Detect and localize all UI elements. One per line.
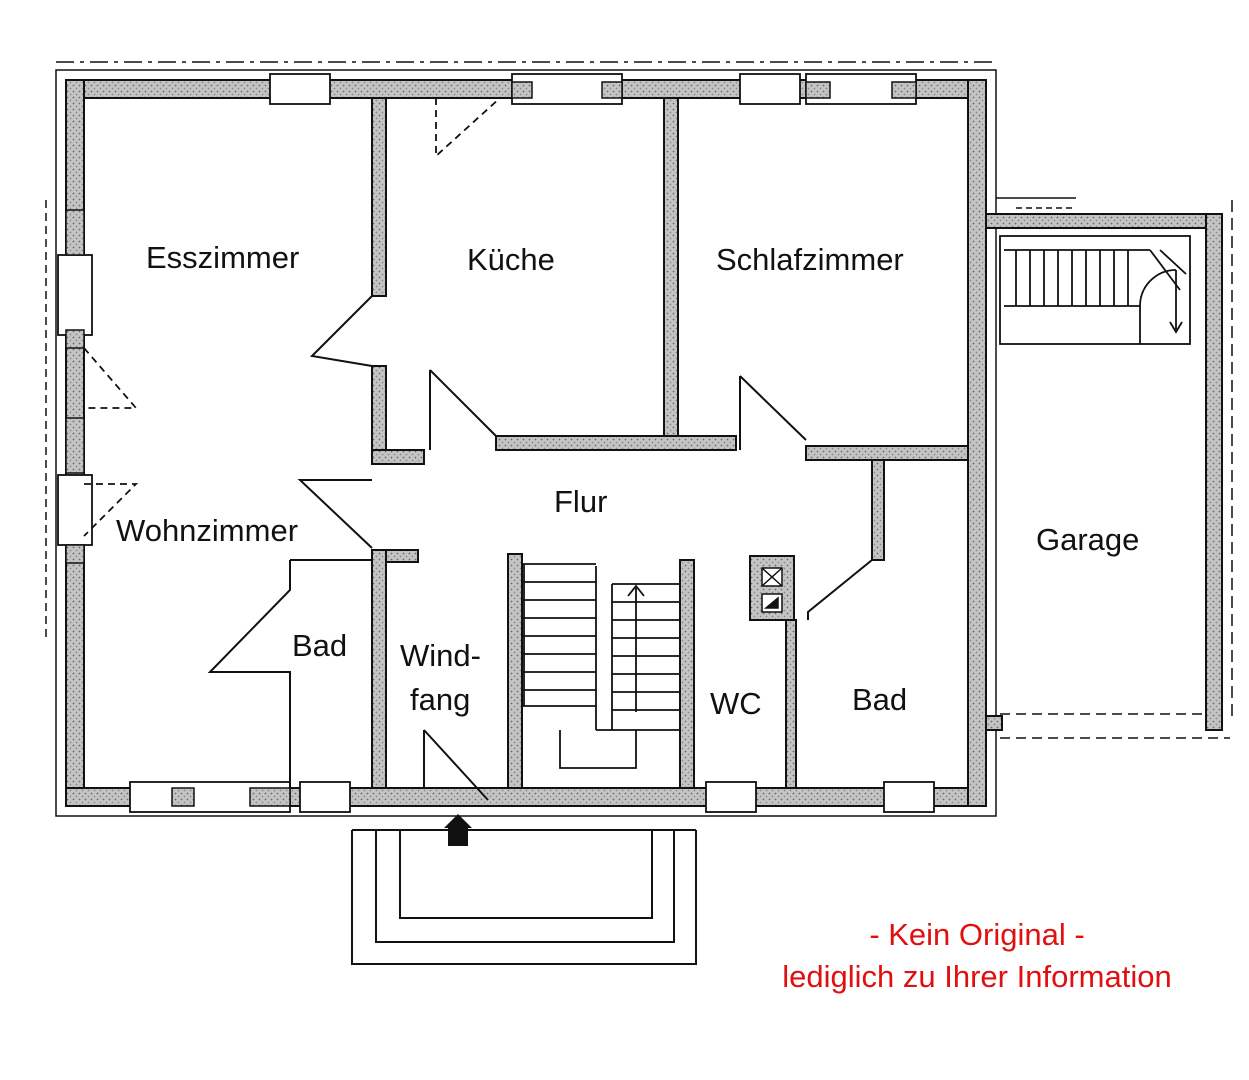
- doors: [207, 295, 873, 801]
- notice-line2: lediglich zu Ihrer Information: [782, 958, 1172, 994]
- room-label-schlafzimmer: Schlafzimmer: [716, 242, 904, 277]
- room-label-wohnzimmer: Wohnzimmer: [116, 513, 299, 548]
- garage-walls: [985, 213, 1223, 731]
- outer-contour: [45, 61, 997, 817]
- room-label-windfang-line1: Wind-: [400, 638, 481, 673]
- notice-text: - Kein Original - lediglich zu Ihrer Inf…: [752, 914, 1202, 998]
- window-panes-bottom: [171, 787, 291, 807]
- room-label-esszimmer: Esszimmer: [146, 240, 300, 275]
- room-label-bad-left: Bad: [292, 628, 348, 663]
- window-panes-top: [511, 81, 917, 99]
- room-label-kueche: Küche: [467, 242, 555, 277]
- dashed-doors: [83, 97, 501, 537]
- room-label-flur: Flur: [554, 484, 608, 519]
- notice-line1: - Kein Original -: [869, 917, 1085, 952]
- chimney: [761, 567, 783, 613]
- garage-stairs: [999, 235, 1191, 345]
- entrance-porch: [351, 829, 697, 965]
- room-label-garage: Garage: [1036, 522, 1140, 557]
- windows-left: [57, 254, 93, 546]
- room-label-bad-right: Bad: [852, 682, 908, 717]
- entrance-arrow-icon: [444, 814, 472, 846]
- window-panes-left: [65, 209, 85, 564]
- room-label-windfang-line2: fang: [410, 682, 471, 717]
- garage-contour: [996, 197, 1233, 739]
- room-label-wc: WC: [710, 686, 762, 721]
- stairs: [522, 563, 680, 769]
